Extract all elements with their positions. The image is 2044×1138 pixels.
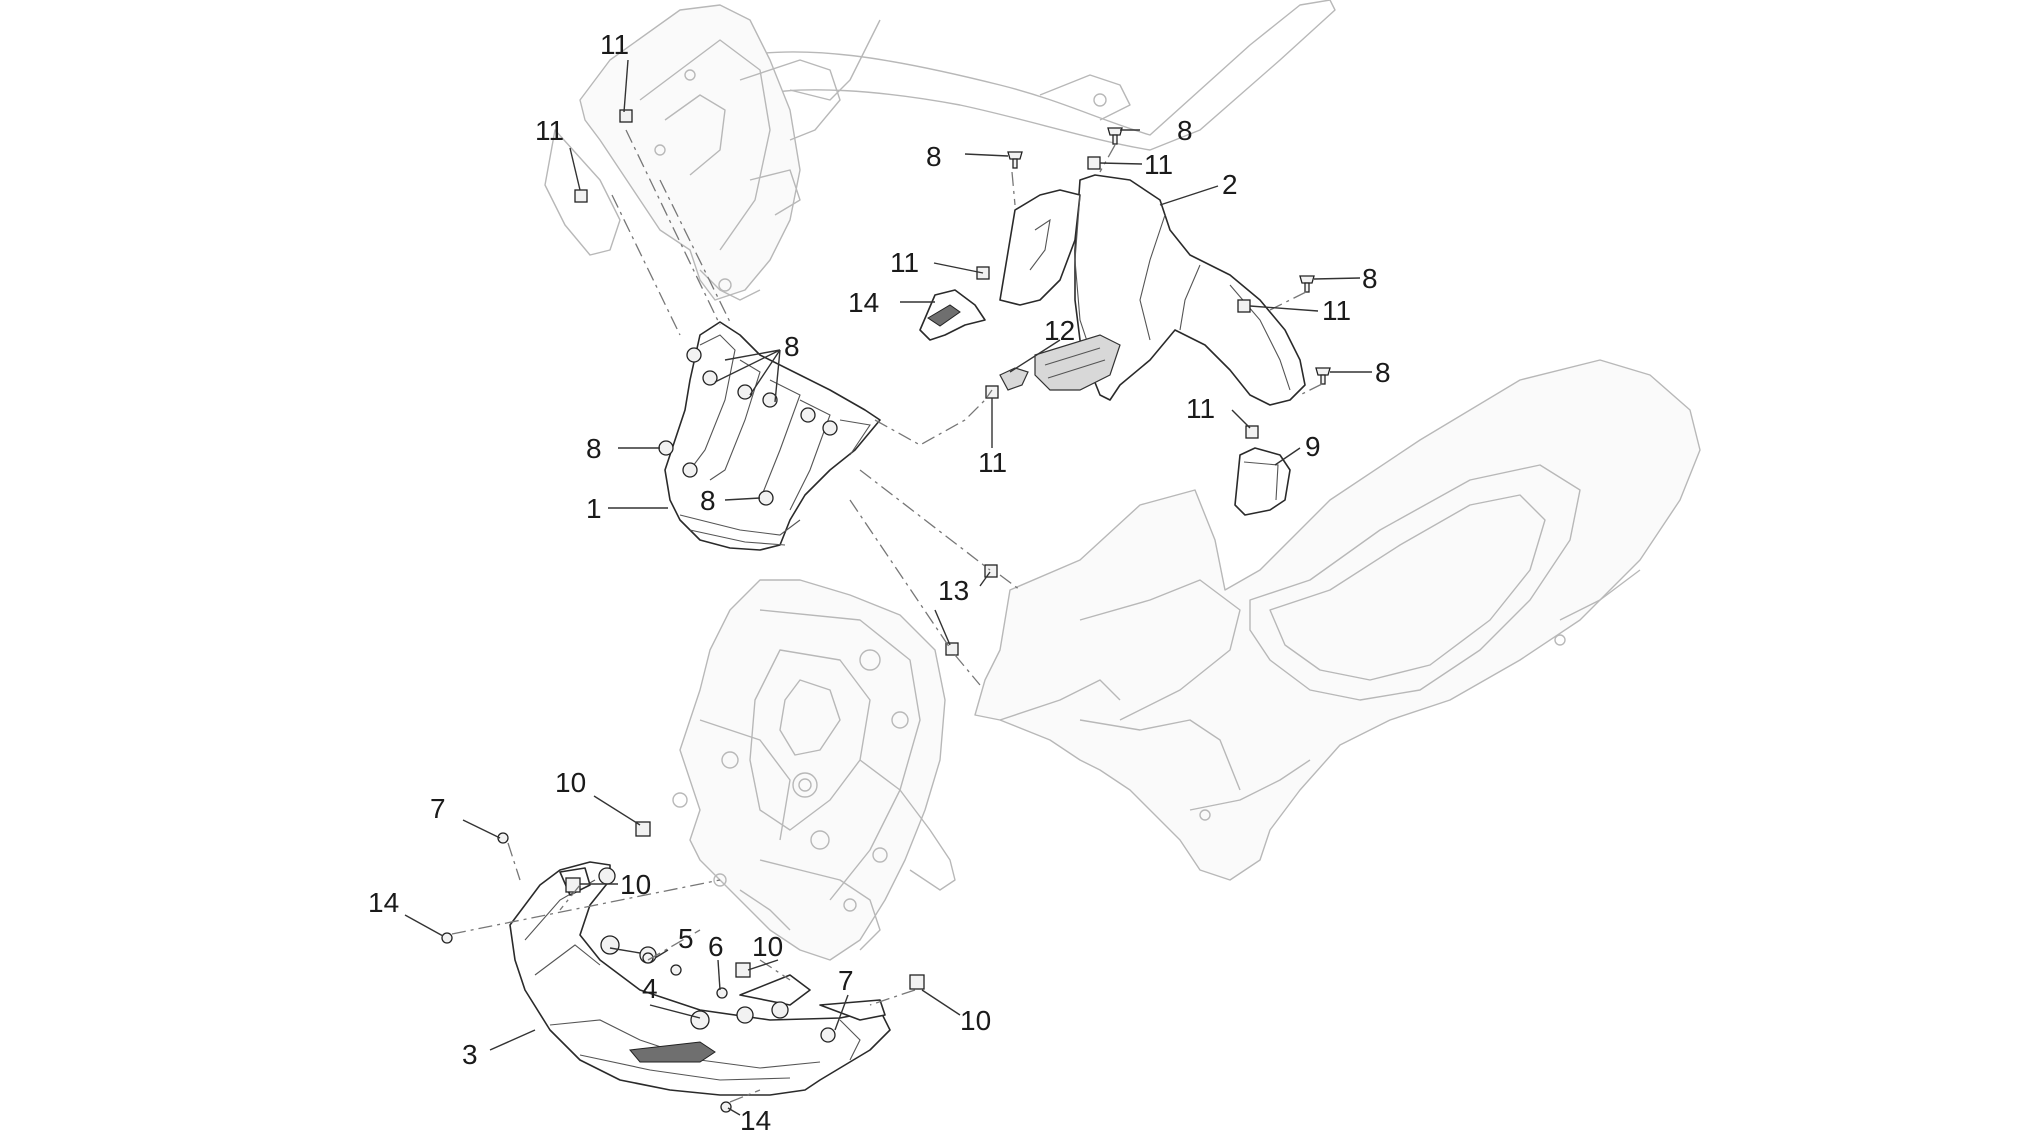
assembly-lines	[451, 129, 1323, 1103]
fasteners	[441, 109, 1331, 1113]
callout-7: 7	[430, 793, 446, 824]
callout-14: 14	[740, 1105, 771, 1136]
callout-8: 8	[926, 141, 942, 172]
callout-labels: 11 11 8 8 11 2 11 8 14 11 12 8 8 11 9 8 …	[368, 29, 1391, 1136]
callout-9: 9	[1305, 431, 1321, 462]
callout-4: 4	[642, 973, 658, 1004]
callout-13: 14	[848, 287, 879, 318]
callout-6: 6	[708, 931, 724, 962]
callout-8: 8	[586, 433, 602, 464]
callout-2: 2	[1222, 169, 1238, 200]
leader-lines	[404, 59, 1372, 1116]
callout-12: 12	[1044, 315, 1075, 346]
part-9-cover	[1234, 447, 1291, 516]
callout-14: 14	[368, 887, 399, 918]
callout-11: 11	[535, 115, 564, 146]
part-13-bracket	[919, 289, 986, 341]
part-2-upper-cowl	[999, 174, 1306, 406]
callout-8: 8	[784, 331, 800, 362]
ghost-side-fairing	[974, 359, 1701, 881]
callout-7: 7	[838, 965, 854, 996]
callout-11: 11	[1186, 393, 1215, 424]
ghost-headlight-bracket	[544, 4, 881, 301]
callout-11: 11	[978, 447, 1007, 478]
callout-3: 3	[462, 1039, 478, 1070]
callout-10: 10	[960, 1005, 991, 1036]
callout-8: 8	[1375, 357, 1391, 388]
callout-8: 8	[1177, 115, 1193, 146]
part-1-inner-panel	[658, 321, 881, 551]
callout-11: 11	[1322, 295, 1351, 326]
ghost-front-frame	[672, 579, 956, 961]
callout-10: 10	[555, 767, 586, 798]
callout-11: 13	[938, 575, 969, 606]
callout-1: 1	[586, 493, 602, 524]
part-3-lower-beak	[509, 861, 891, 1096]
callout-11: 11	[1144, 149, 1173, 180]
callout-10: 10	[620, 869, 651, 900]
callout-5: 5	[678, 923, 694, 954]
callout-11: 11	[890, 247, 919, 278]
callout-8: 8	[700, 485, 716, 516]
callout-8: 8	[1362, 263, 1378, 294]
part-12-bracket	[999, 367, 1029, 391]
callout-10: 10	[752, 931, 783, 962]
callout-11: 11	[600, 29, 629, 60]
